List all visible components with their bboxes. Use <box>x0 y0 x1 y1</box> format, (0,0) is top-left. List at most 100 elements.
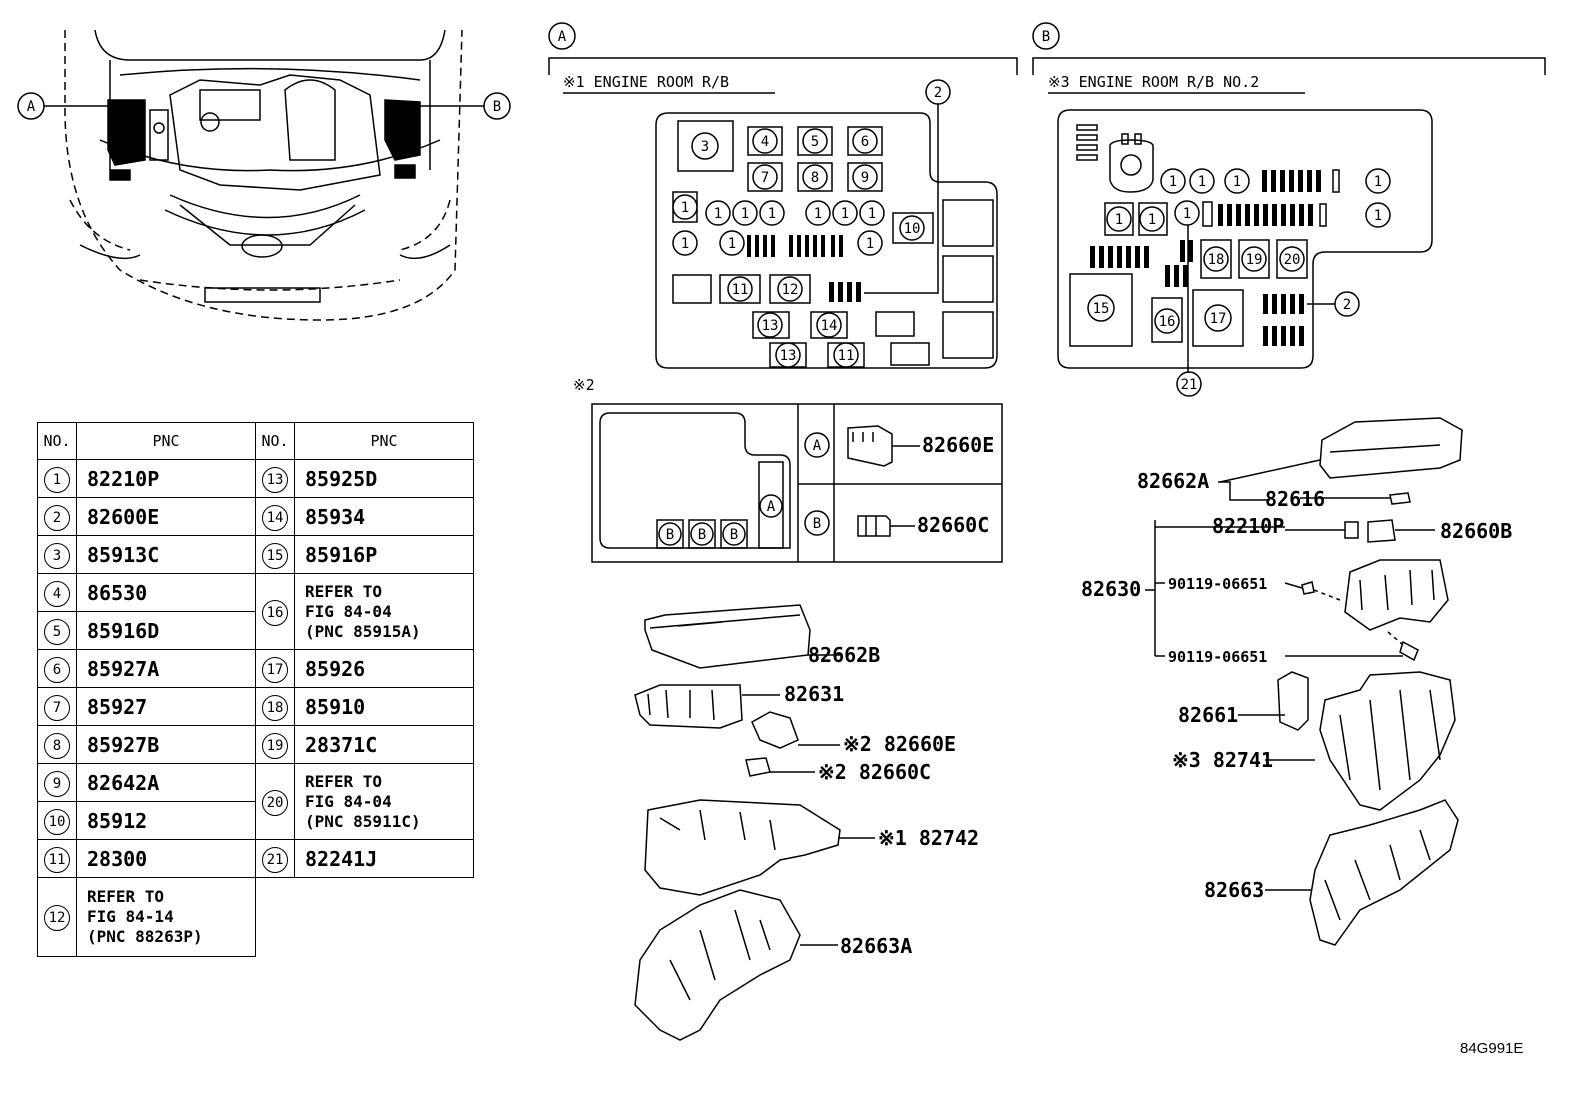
section-a-title: ※1 ENGINE ROOM R/B <box>563 73 729 91</box>
fuse-callout: 7 <box>761 170 769 186</box>
section-b-marker: B <box>1042 29 1050 45</box>
fuse-callout: 1 <box>868 206 876 222</box>
reference-line: REFER TO <box>305 771 383 791</box>
part-label-82662b: 82662B <box>808 643 880 667</box>
callout-a: A <box>27 99 36 115</box>
row-number: 12 <box>44 905 70 931</box>
row-number: 11 <box>44 846 70 873</box>
fuse-callout: 1 <box>1374 174 1382 190</box>
pnc-reference: REFER TO FIG 84-04 (PNC 85915A) <box>294 573 474 650</box>
row-number: 16 <box>262 599 288 626</box>
row-number: 21 <box>262 846 288 873</box>
row-number: 6 <box>44 656 70 683</box>
row-number: 7 <box>44 694 70 721</box>
part-label-82660e: ※2 82660E <box>843 732 956 756</box>
pnc-value: 82241J <box>294 839 474 878</box>
table-header-row: NO. PNC NO. PNC <box>37 422 474 460</box>
part-label-bolt-1: 90119-06651 <box>1168 575 1267 593</box>
pnc-value: 28371C <box>294 725 474 764</box>
exploded-parts-b <box>1145 417 1463 946</box>
fuse-callout: 8 <box>811 170 819 186</box>
note-slot-b: B <box>698 527 706 543</box>
fuse-callout: 14 <box>821 318 838 334</box>
callout-b: B <box>493 99 501 115</box>
fuse-callout: 1 <box>1183 206 1191 222</box>
row-number: 15 <box>262 542 288 569</box>
part-label-bolt-2: 90119-06651 <box>1168 648 1267 666</box>
note-slot-a: A <box>767 499 776 515</box>
row-number: 9 <box>44 770 70 797</box>
note-callout-a: A <box>813 438 822 454</box>
fuse-callout: 2 <box>1343 297 1351 313</box>
reference-line: (PNC 85911C) <box>305 811 421 831</box>
table-row: 3 85913C 15 85916P <box>37 535 474 574</box>
part-label-82662a: 82662A <box>1137 469 1209 493</box>
fuse-callout: 13 <box>780 348 797 364</box>
part-label-82742: ※1 82742 <box>878 826 979 850</box>
pnc-reference: REFER TO FIG 84-14 (PNC 88263P) <box>76 877 256 957</box>
pnc-value: 85912 <box>76 801 256 840</box>
row-number: 3 <box>44 542 70 569</box>
engine-room-rb-a-outline <box>655 112 998 369</box>
table-row: 1 82210P 13 85925D <box>37 459 474 498</box>
row-number: 5 <box>44 618 70 645</box>
column-header: PNC <box>294 422 474 460</box>
part-label-82616: 82616 <box>1265 487 1325 511</box>
fuse-callout: 9 <box>861 170 869 186</box>
pnc-value: 85927 <box>76 687 256 726</box>
part-label-82660b: 82660B <box>1440 519 1512 543</box>
fuse-callout: 17 <box>1210 311 1227 327</box>
fuse-callout: 1 <box>1374 208 1382 224</box>
fuse-callout: 1 <box>814 206 822 222</box>
pnc-value: 85913C <box>76 535 256 574</box>
table-row: 6 85927A 17 85926 <box>37 649 474 688</box>
fuse-callout: 1 <box>728 236 736 252</box>
fuse-callout: 1 <box>1233 174 1241 190</box>
pnc-value: 85926 <box>294 649 474 688</box>
pnc-table: NO. PNC NO. PNC 1 82210P 13 85925D 2 826… <box>37 422 474 957</box>
row-number: 1 <box>44 466 70 493</box>
fuse-callout: 1 <box>714 206 722 222</box>
reference-line: FIG 84-04 <box>305 791 392 811</box>
fuse-callout: 1 <box>1169 174 1177 190</box>
part-label-82661: 82661 <box>1178 703 1238 727</box>
fuse-callout: 20 <box>1284 252 1301 268</box>
reference-line: REFER TO <box>87 887 165 906</box>
pnc-value: 82210P <box>76 459 256 498</box>
row-number: 13 <box>262 466 288 493</box>
fuse-callout: 3 <box>701 139 709 155</box>
row-number: 20 <box>262 789 288 816</box>
pnc-value: 82600E <box>76 497 256 536</box>
engine-room-rb-b-outline <box>1057 109 1433 369</box>
pnc-value: 86530 <box>76 573 256 612</box>
part-label-82660c: ※2 82660C <box>818 760 931 784</box>
fuse-callout: 2 <box>934 85 942 101</box>
fuse-callout: 1 <box>681 236 689 252</box>
part-label-82663a: 82663A <box>840 934 912 958</box>
fuse-callout: 18 <box>1208 252 1225 268</box>
reference-line: (PNC 85915A) <box>305 621 421 641</box>
section-b-title: ※3 ENGINE ROOM R/B NO.2 <box>1048 73 1259 91</box>
figure-code: 84G991E <box>1460 1040 1524 1057</box>
fuse-callout: 1 <box>1148 212 1156 228</box>
reference-line: FIG 84-04 <box>305 601 392 621</box>
note2-relay-b-label: 82660C <box>917 513 989 537</box>
pnc-value: 85925D <box>294 459 474 498</box>
column-header: PNC <box>76 422 256 460</box>
part-label-82630: 82630 <box>1081 577 1141 601</box>
section-a-marker: A <box>558 29 567 45</box>
fuse-callout: 1 <box>1115 212 1123 228</box>
table-row: 2 82600E 14 85934 <box>37 497 474 536</box>
note2-mark: ※2 <box>573 376 595 394</box>
fuse-callout: 1 <box>768 206 776 222</box>
fuse-callout: 19 <box>1246 252 1263 268</box>
row-number: 19 <box>262 732 288 759</box>
reference-line: FIG 84-14 <box>87 907 174 926</box>
row-number: 14 <box>262 504 288 531</box>
table-row: 12 REFER TO FIG 84-14 (PNC 88263P) <box>37 877 474 957</box>
fuse-callout: 10 <box>904 221 921 237</box>
part-label-82663: 82663 <box>1204 878 1264 902</box>
fuse-callout: 1 <box>741 206 749 222</box>
fuse-callout: 1 <box>866 236 874 252</box>
fuse-callout: 11 <box>732 282 749 298</box>
